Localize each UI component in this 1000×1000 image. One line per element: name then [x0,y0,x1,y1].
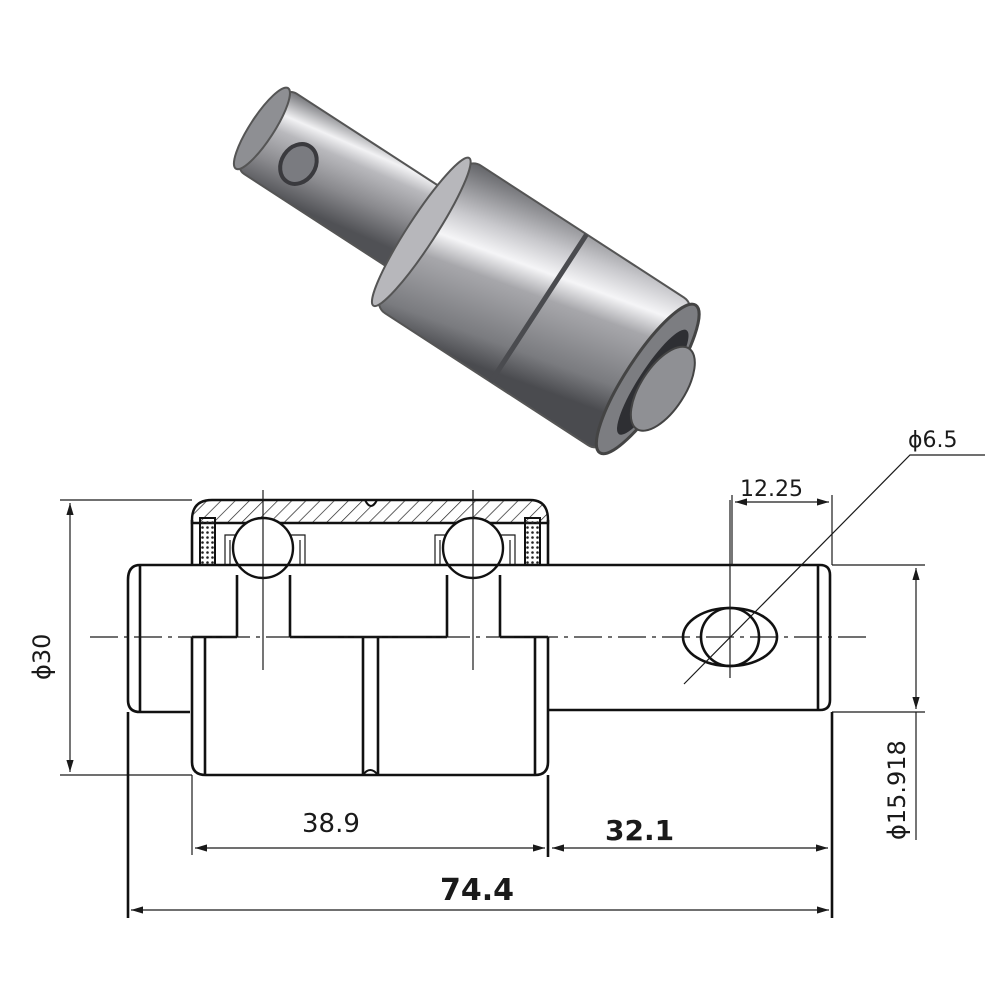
seal-right [524,517,541,566]
hole-leader [683,454,985,685]
outer-ring-section [190,498,550,565]
bearing-length-label: 38.9 [302,809,360,839]
outer-diameter-label: ϕ30 [28,634,56,680]
shaft-diameter-label: ϕ15.918 [883,740,911,840]
total-length-label: 74.4 [440,873,514,908]
hole-offset-label: 12.25 [740,477,803,502]
seal-left [199,517,216,566]
cross-hole-photo [278,142,319,186]
shaft-length-label: 32.1 [605,814,674,847]
hole-diameter-label: ϕ6.5 [908,428,958,453]
